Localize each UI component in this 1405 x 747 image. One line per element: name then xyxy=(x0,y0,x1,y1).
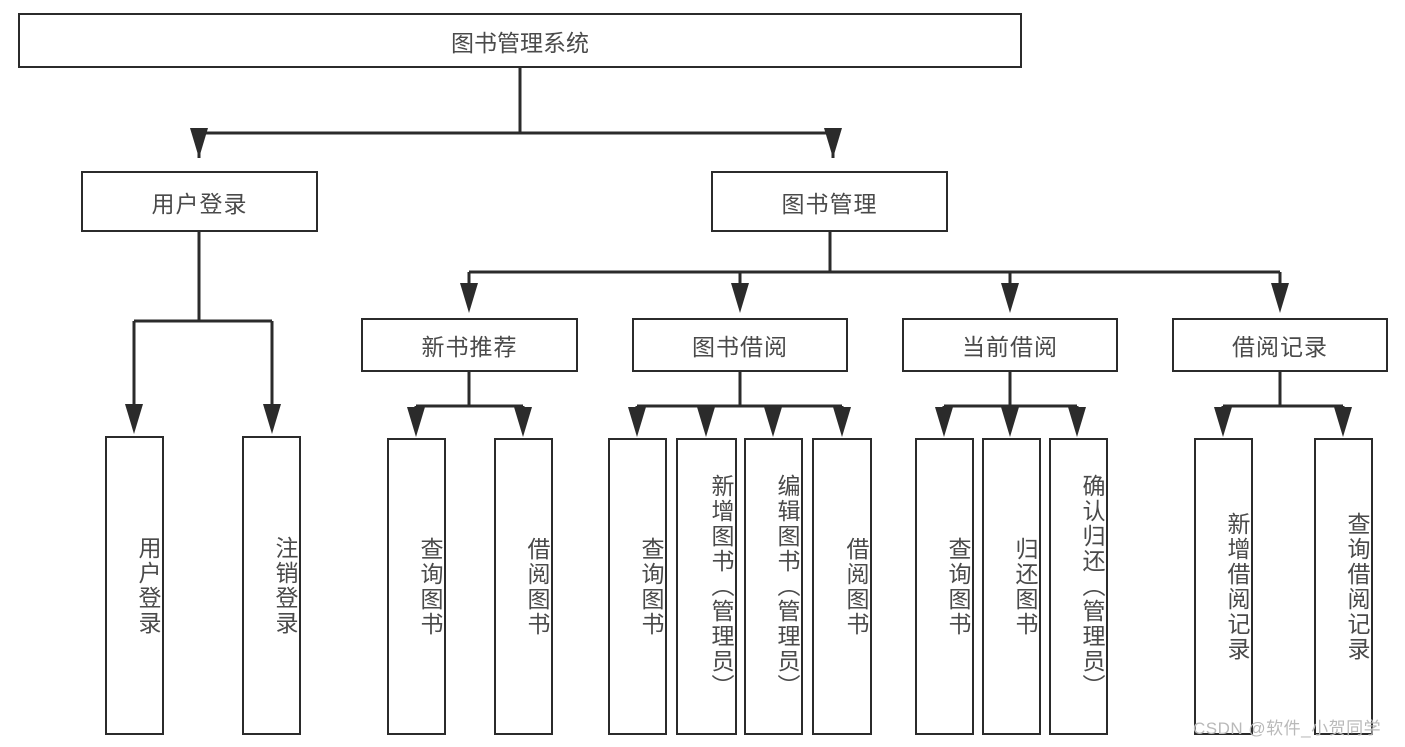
node-new-book-recommend[interactable]: 新书推荐 xyxy=(361,318,578,372)
node-borrow-record[interactable]: 借阅记录 xyxy=(1172,318,1388,372)
leaf-borrow-borrow-book[interactable]: 借阅图书 xyxy=(812,438,872,735)
leaf-user-login-logout[interactable]: 注销登录 xyxy=(242,436,301,735)
leaf-borrow-add-book-admin[interactable]: 新增图书（管理员） xyxy=(676,438,737,735)
leaf-recommend-borrow-book[interactable]: 借阅图书 xyxy=(494,438,553,735)
leaf-record-query-record[interactable]: 查询借阅记录 xyxy=(1314,438,1373,735)
node-book-borrow[interactable]: 图书借阅 xyxy=(632,318,848,372)
node-root-system[interactable]: 图书管理系统 xyxy=(18,13,1022,68)
leaf-borrow-edit-book-admin[interactable]: 编辑图书（管理员） xyxy=(744,438,803,735)
leaf-current-query-book[interactable]: 查询图书 xyxy=(915,438,974,735)
leaf-current-return-book[interactable]: 归还图书 xyxy=(982,438,1041,735)
leaf-current-confirm-return-admin[interactable]: 确认归还（管理员） xyxy=(1049,438,1108,735)
leaf-borrow-query-book[interactable]: 查询图书 xyxy=(608,438,667,735)
watermark-csdn: CSDN @软件_小贺同学 xyxy=(1193,719,1382,738)
leaf-user-login-login[interactable]: 用户登录 xyxy=(105,436,164,735)
leaf-recommend-query-book[interactable]: 查询图书 xyxy=(387,438,446,735)
leaf-record-add-record[interactable]: 新增借阅记录 xyxy=(1194,438,1253,735)
node-user-login[interactable]: 用户登录 xyxy=(81,171,318,232)
node-current-borrow[interactable]: 当前借阅 xyxy=(902,318,1118,372)
node-book-management[interactable]: 图书管理 xyxy=(711,171,948,232)
